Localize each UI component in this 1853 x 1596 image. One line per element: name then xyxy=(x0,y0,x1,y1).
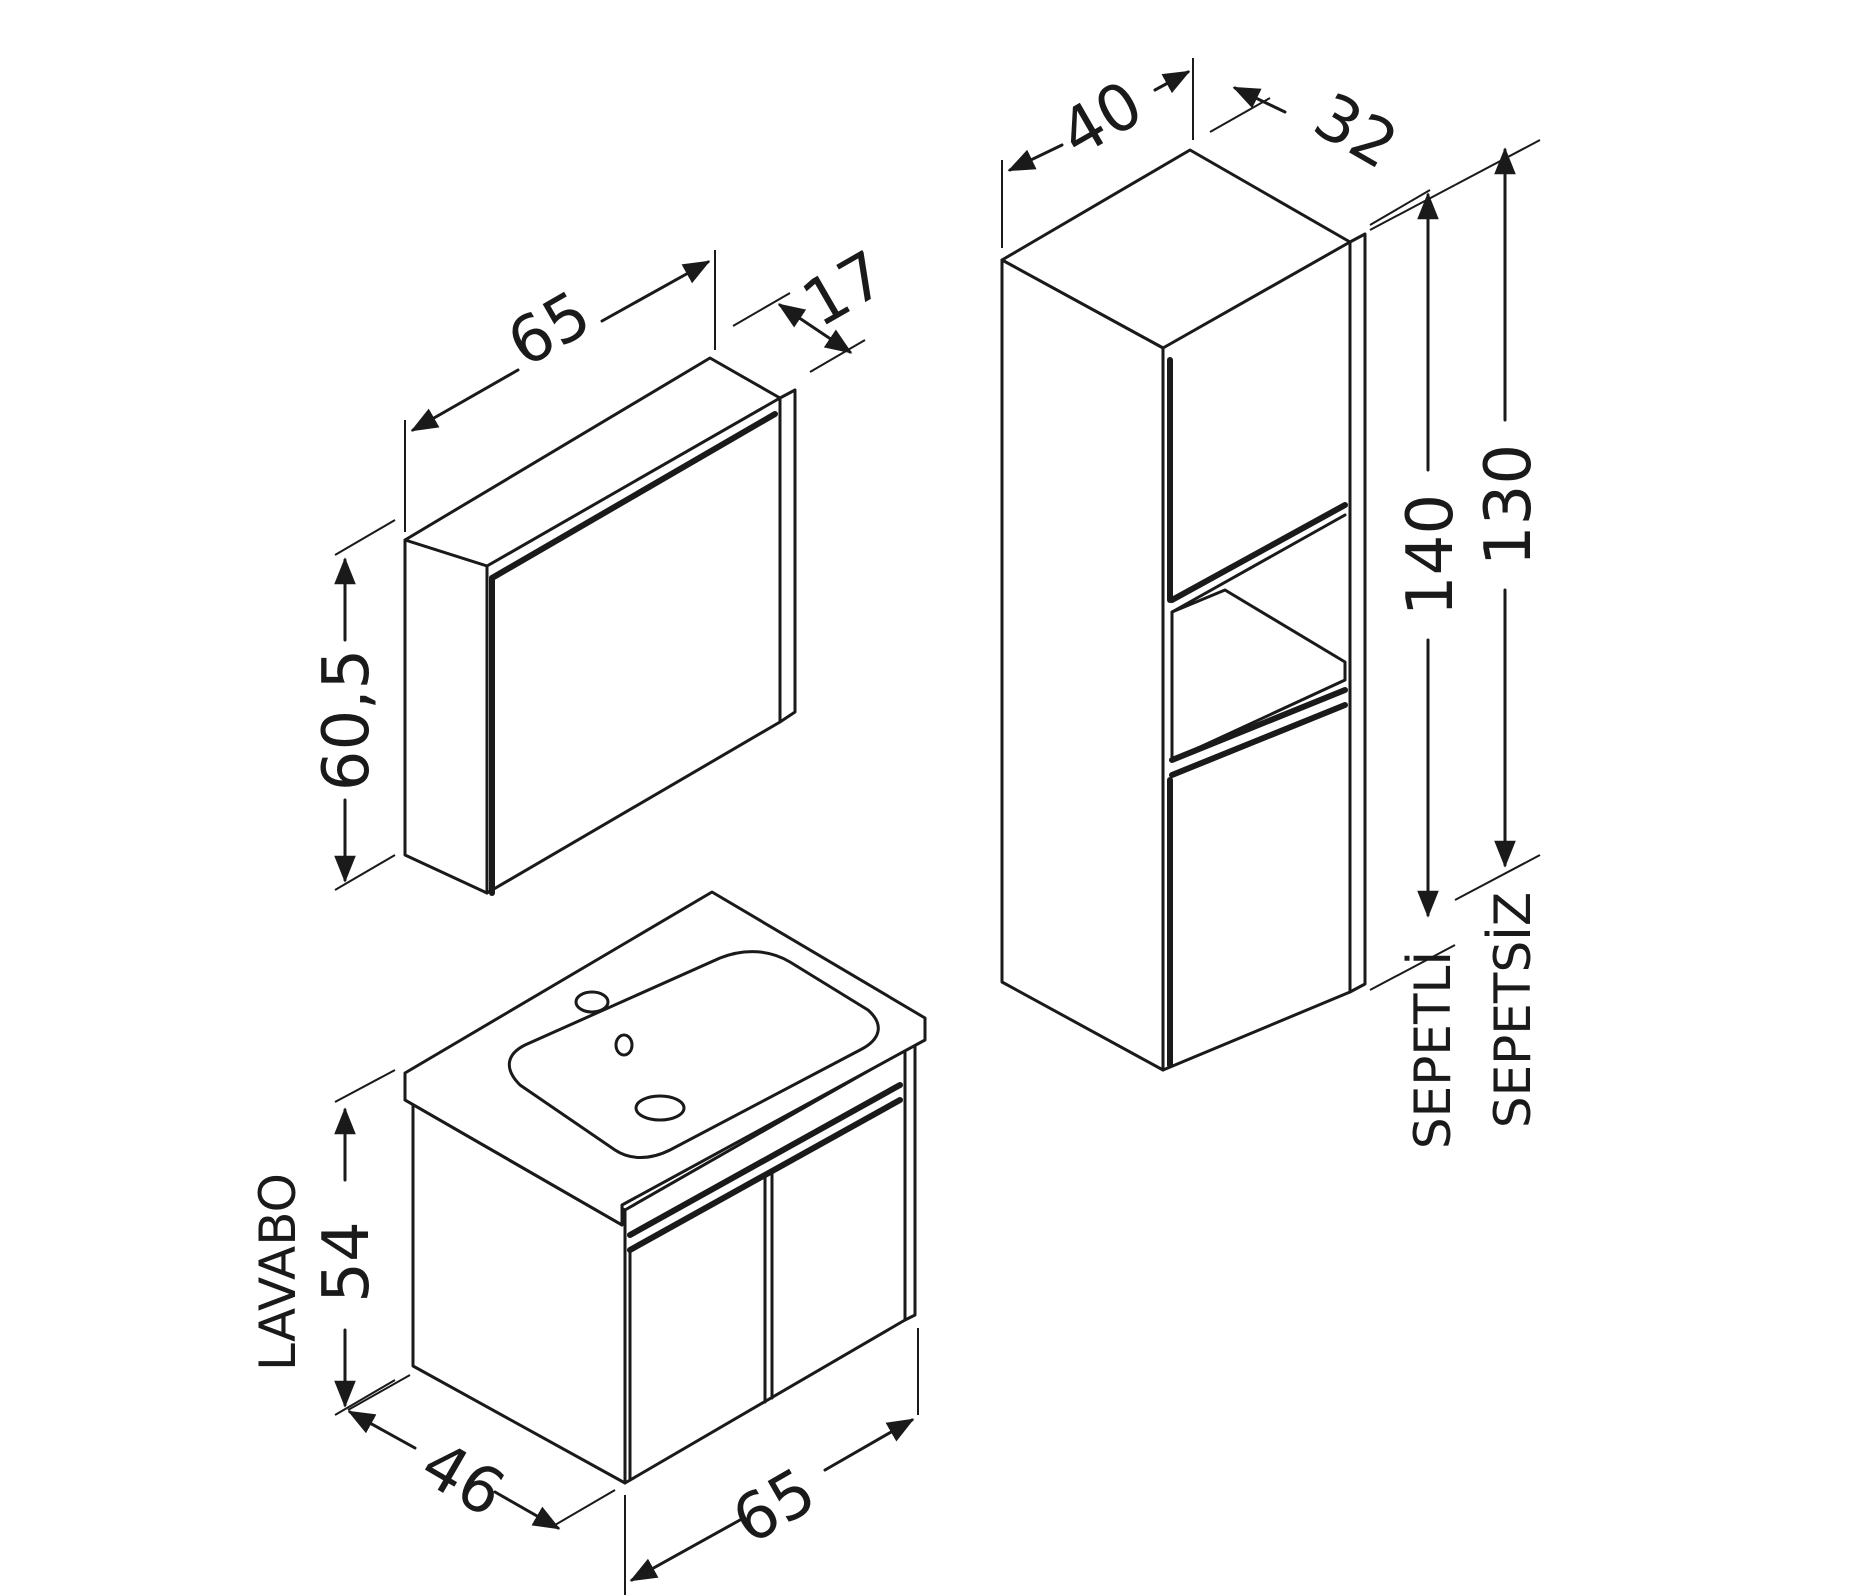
sepetsiz-label: SEPETSİZ xyxy=(1484,892,1542,1128)
tall-width-label: 40 xyxy=(1048,67,1156,172)
mirror-height-label: 60,5 xyxy=(310,649,384,792)
tall-depth-label: 32 xyxy=(1302,79,1410,184)
mirror-depth-label: 17 xyxy=(791,237,899,342)
mirror-cabinet xyxy=(403,356,797,896)
sink-depth-label: 46 xyxy=(409,1427,517,1532)
tall-height-130-label: 130 xyxy=(1472,444,1546,566)
tall-height-140-label: 140 xyxy=(1394,494,1468,616)
sepetli-label: SEPETLİ xyxy=(1404,951,1462,1149)
sink-height-label: 54 xyxy=(310,1221,384,1302)
mirror-width-label: 65 xyxy=(496,277,604,382)
lavabo-label: LAVABO xyxy=(249,1173,307,1371)
sink-cabinet xyxy=(403,890,927,1485)
sink-width-label: 65 xyxy=(721,1454,829,1559)
tall-cabinet xyxy=(1000,148,1367,1072)
